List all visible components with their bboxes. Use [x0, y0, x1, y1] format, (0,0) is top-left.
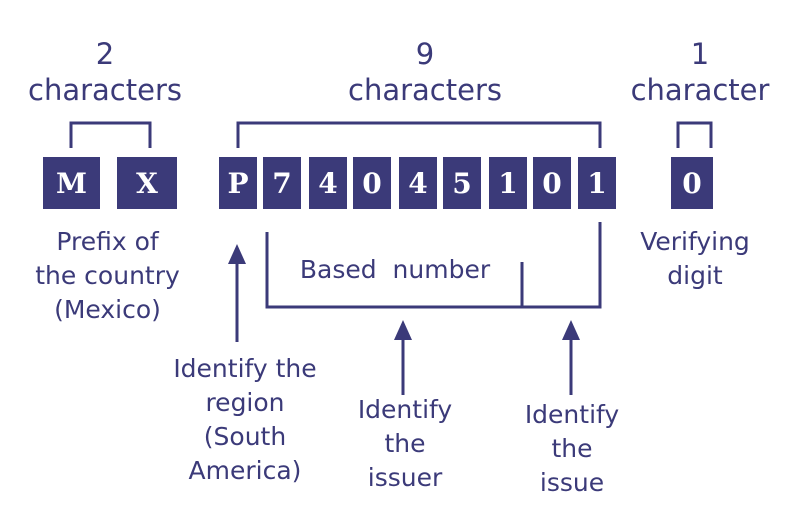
- number-char-box: 0: [353, 157, 391, 209]
- number-char-box: 0: [533, 157, 571, 209]
- group-check-count: 1: [690, 37, 710, 71]
- region-caption: Identify the region (South America): [145, 352, 345, 488]
- prefix-bracket: [69, 121, 152, 148]
- region-caption-line: (South America): [188, 422, 302, 485]
- prefix-caption-line: (Mexico): [54, 295, 161, 324]
- verifying-caption-line: digit: [667, 261, 723, 290]
- number-char-box: 1: [578, 157, 616, 209]
- region-arrow-head: [228, 244, 246, 264]
- group-number-unit: characters: [348, 73, 502, 107]
- verifying-caption-line: Verifying: [640, 227, 750, 256]
- issue-arrow-head: [562, 320, 580, 340]
- issuer-caption-line: issuer: [367, 463, 443, 492]
- based-number-bracket: [265, 222, 602, 309]
- number-char-box: 5: [443, 157, 481, 209]
- issuer-caption-line: the: [384, 429, 426, 458]
- number-char-box: 1: [489, 157, 527, 209]
- prefix-caption-line: Prefix of: [56, 227, 159, 256]
- prefix-caption: Prefix of the country (Mexico): [15, 225, 200, 327]
- number-char-box: 4: [309, 157, 347, 209]
- issue-caption-line: Identify: [524, 400, 620, 429]
- issue-caption-line: issue: [539, 468, 605, 497]
- group-number-count: 9: [415, 37, 435, 71]
- number-char-box: P: [219, 157, 257, 209]
- prefix-caption-line: the country: [35, 261, 180, 290]
- number-char-box: 4: [399, 157, 437, 209]
- issue-caption-line: the: [551, 434, 593, 463]
- prefix-char-box: X: [117, 157, 177, 209]
- group-prefix-unit: characters: [28, 73, 182, 107]
- group-prefix-count: 2: [95, 37, 115, 71]
- number-bracket: [236, 121, 602, 148]
- issue-caption: Identify the issue: [512, 398, 632, 500]
- check-bracket: [676, 121, 713, 148]
- issuer-caption: Identify the issuer: [345, 393, 465, 495]
- verifying-caption: Verifying digit: [615, 225, 775, 293]
- issuer-caption-line: Identify: [357, 395, 453, 424]
- based-number-label: Based number: [299, 255, 491, 284]
- check-char-box: 0: [671, 157, 713, 209]
- number-char-box: 7: [263, 157, 301, 209]
- region-caption-line: region: [205, 388, 285, 417]
- prefix-char-box: M: [43, 157, 100, 209]
- issuer-arrow-head: [394, 320, 412, 340]
- region-caption-line: Identify the: [173, 354, 317, 383]
- group-check-unit: character: [630, 73, 770, 107]
